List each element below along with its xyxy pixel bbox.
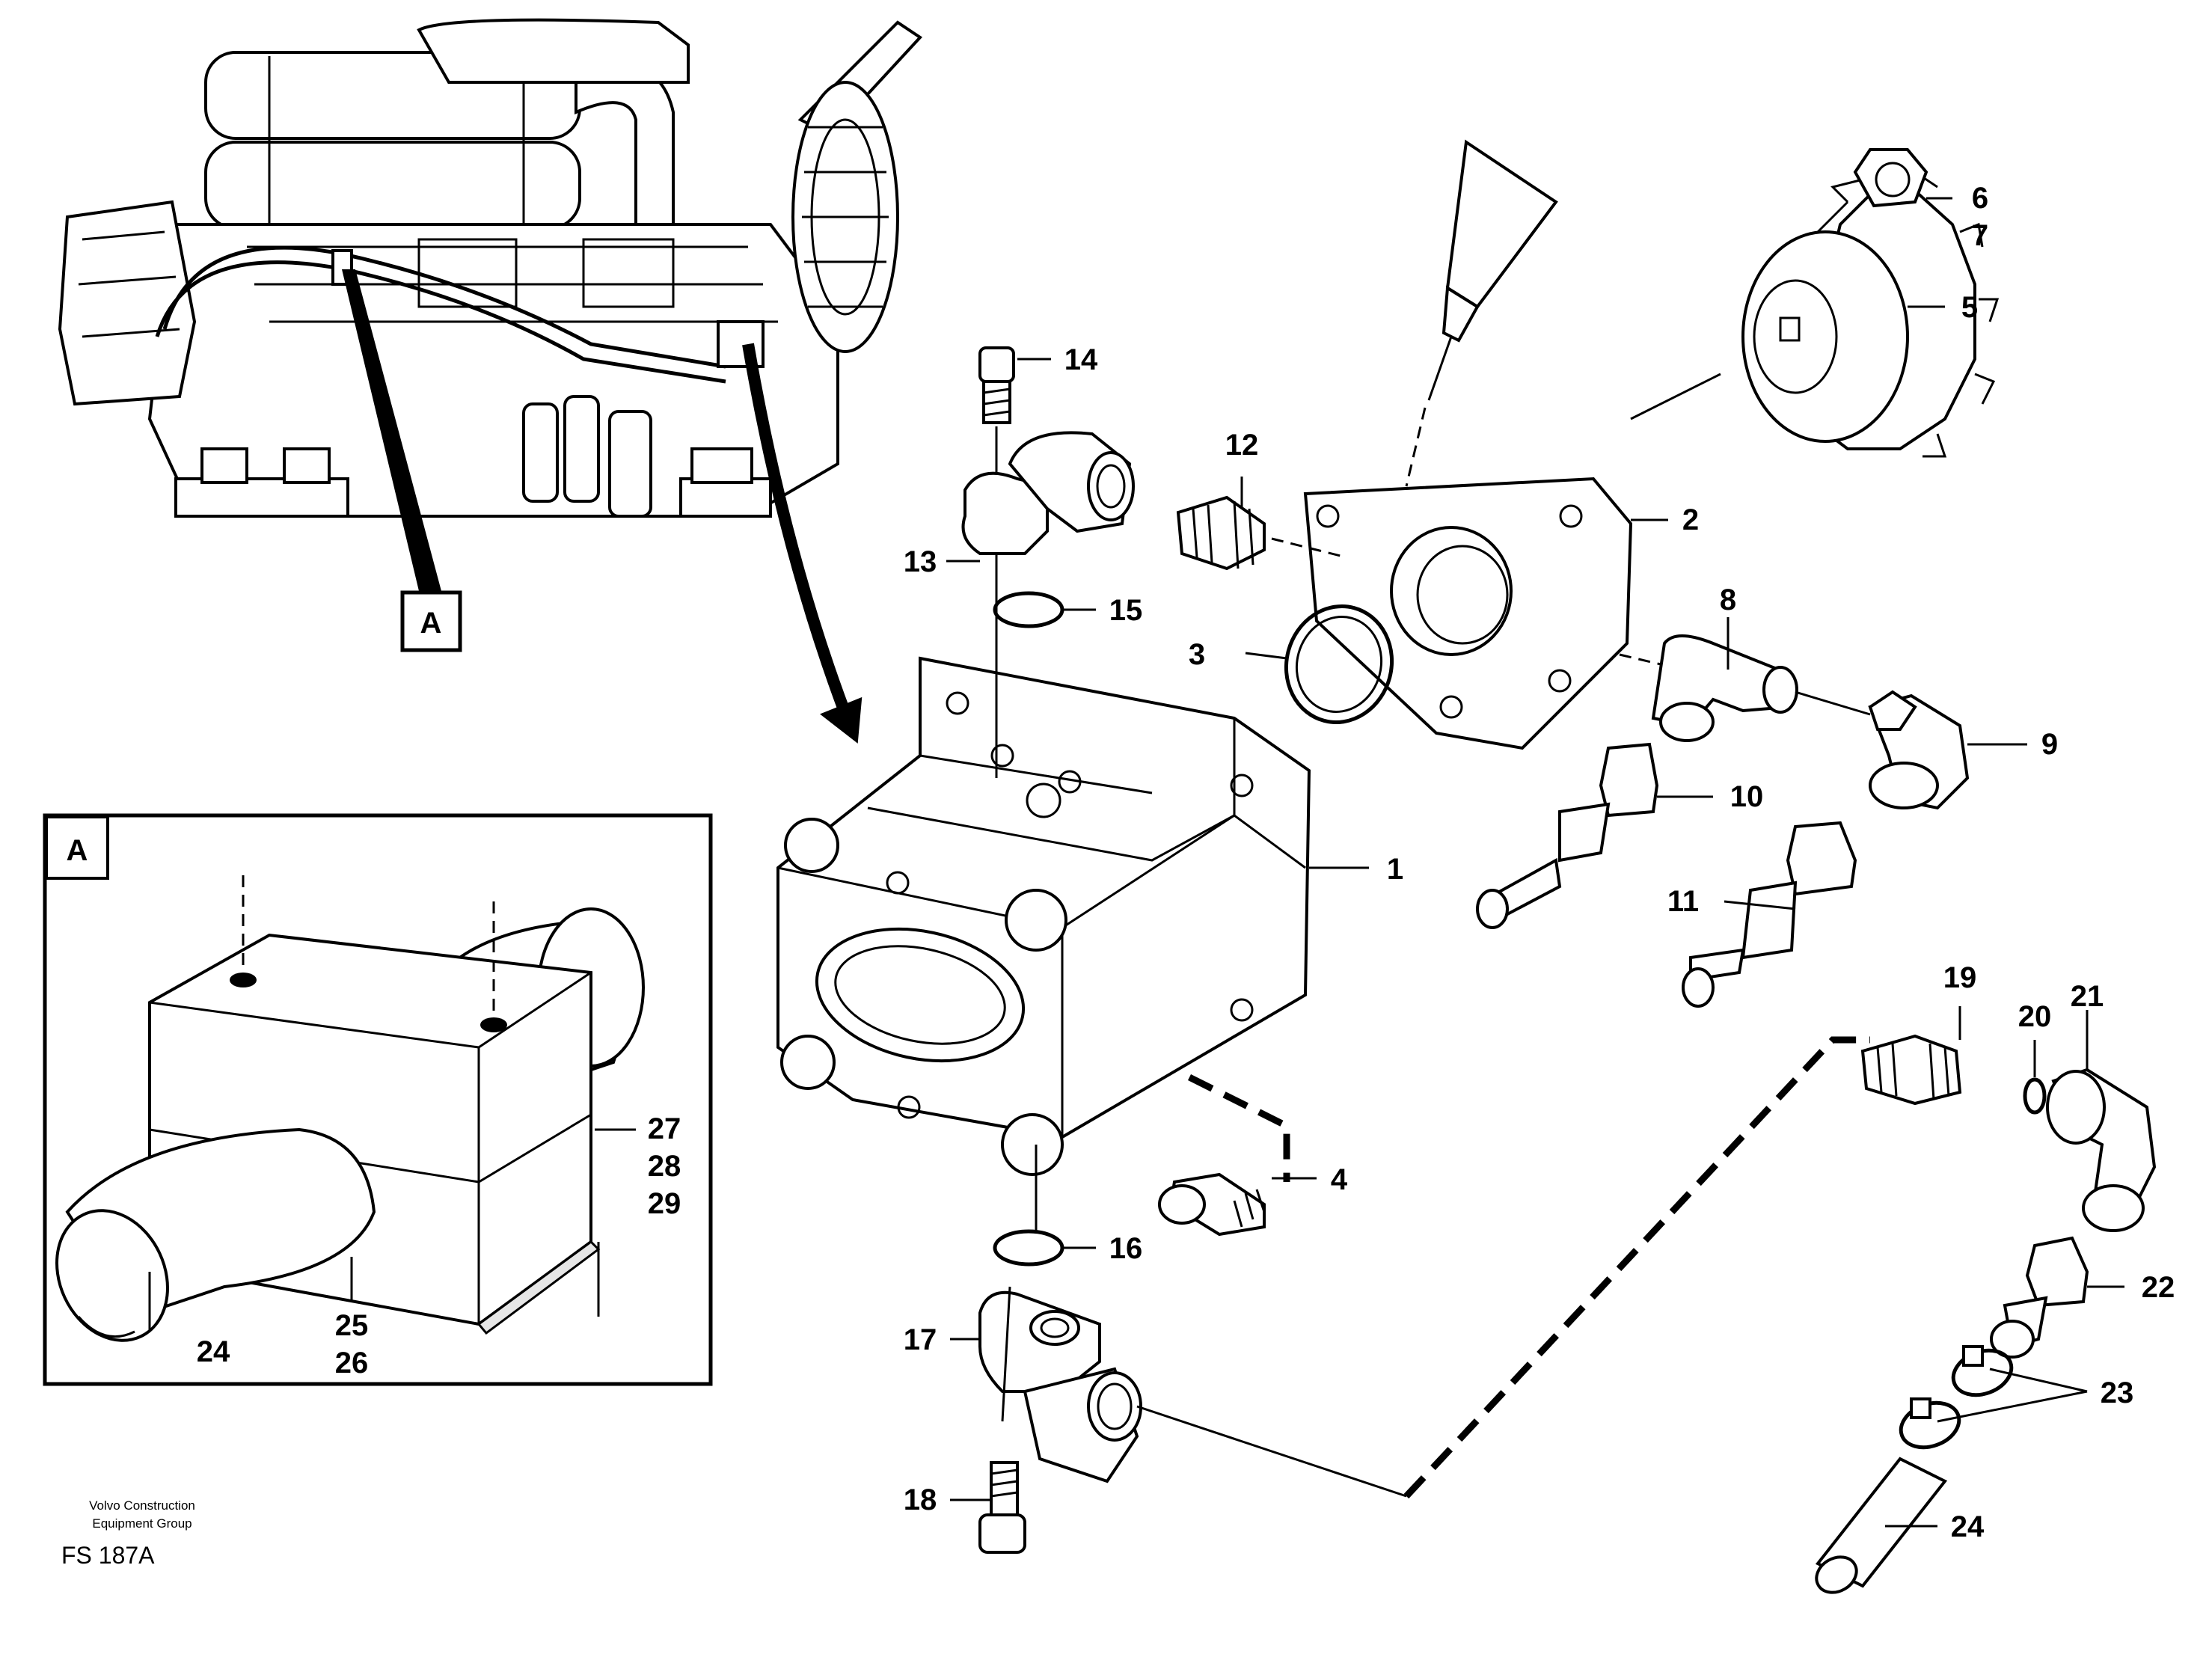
part-23-hose-clamps <box>1899 1345 2014 1450</box>
part-24-hose <box>1815 1457 1948 1594</box>
callout-24: 24 <box>1951 1510 1985 1543</box>
detail-callout-27: 27 <box>648 1112 681 1145</box>
callout-14: 14 <box>1064 343 1098 376</box>
part-2-flange <box>1303 477 1633 750</box>
detail-callout-25: 25 <box>335 1309 369 1342</box>
callout-8: 8 <box>1720 584 1736 616</box>
callout-18: 18 <box>904 1483 937 1516</box>
callout-12: 12 <box>1225 429 1259 462</box>
callout-10: 10 <box>1730 780 1764 813</box>
callout-20: 20 <box>2018 1000 2052 1033</box>
detail-callout-28: 28 <box>648 1150 681 1183</box>
part-19-nipple <box>1860 1034 1962 1106</box>
figure-code: FS 187A <box>61 1542 155 1569</box>
callout-7: 7 <box>1972 219 1988 252</box>
callout-3: 3 <box>1189 638 1205 671</box>
detail-a-panel-label: A <box>67 834 88 867</box>
pipe-dashed <box>1403 1036 1870 1499</box>
callout-6: 6 <box>1972 182 1988 215</box>
pipe-solid <box>1136 1405 1407 1498</box>
part-20-washer <box>2023 1077 2047 1115</box>
detail-a-panel <box>43 813 713 1386</box>
part-10-hose <box>1476 742 1659 929</box>
callout-13: 13 <box>904 545 937 578</box>
part-22-hose-fitting <box>1990 1236 2089 1359</box>
part-9-elbow <box>1795 690 1970 810</box>
callout-21: 21 <box>2071 980 2104 1013</box>
part-16-o-ring <box>993 1229 1064 1267</box>
publisher-line-2: Equipment Group <box>92 1516 192 1531</box>
callout-2: 2 <box>1682 503 1699 536</box>
part-3-o-ring <box>1284 604 1394 724</box>
engine-overview <box>58 18 923 744</box>
callout-17: 17 <box>904 1323 937 1356</box>
detail-a-marker-label: A <box>420 607 442 640</box>
pump-assembly <box>776 656 1311 1176</box>
detail-callout-24: 24 <box>197 1335 230 1368</box>
sealant-tube <box>1405 139 1558 487</box>
callout-1: 1 <box>1387 853 1403 886</box>
part-21-elbow <box>2046 1068 2157 1232</box>
callout-11: 11 <box>1667 885 1699 918</box>
callout-9: 9 <box>2041 728 2058 761</box>
part-6-nut <box>1816 148 1928 233</box>
part-13-elbow <box>961 431 1135 555</box>
callout-19: 19 <box>1943 961 1977 994</box>
part-12-nipple <box>1176 495 1347 571</box>
part-18-bolt <box>978 1461 1026 1554</box>
leader-lines <box>148 197 2124 1528</box>
callout-15: 15 <box>1109 594 1143 627</box>
part-4-capscrew <box>1158 1074 1290 1237</box>
part-17-outlet-elbow <box>978 1286 1142 1483</box>
part-15-o-ring <box>993 591 1064 628</box>
detail-callout-29: 29 <box>648 1187 681 1220</box>
publisher-line-1: Volvo Construction <box>89 1498 195 1513</box>
callout-5: 5 <box>1961 291 1978 324</box>
detail-callout-26: 26 <box>335 1347 369 1379</box>
callout-22: 22 <box>2142 1271 2175 1304</box>
part-5-gear <box>1630 170 2000 458</box>
callout-4: 4 <box>1331 1163 1348 1196</box>
callout-23: 23 <box>2101 1376 2134 1409</box>
part-8-tee <box>1619 634 1798 742</box>
part-11-hose <box>1682 821 1857 1008</box>
detail-a-marker <box>400 590 462 652</box>
callout-16: 16 <box>1109 1232 1143 1265</box>
